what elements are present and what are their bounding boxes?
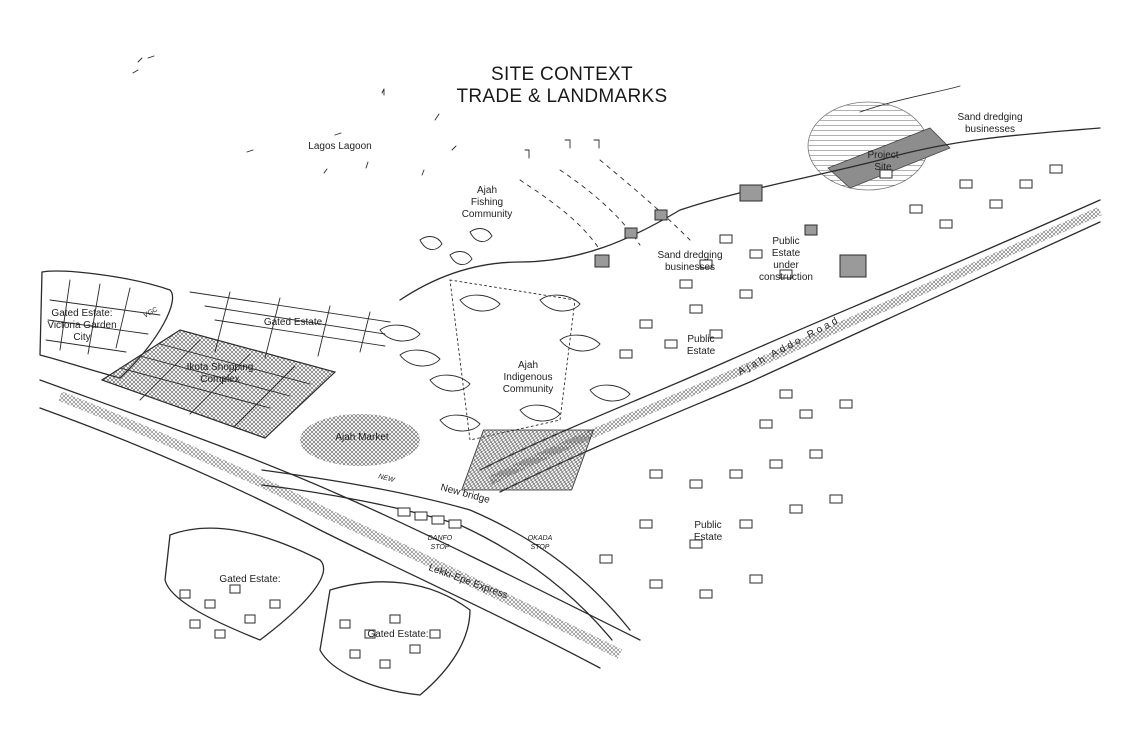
label-sand-mid-2: businesses <box>665 262 715 273</box>
lekki-epe-express <box>39 379 641 669</box>
label-sand-right-1: Sand dredging <box>957 112 1022 123</box>
title-line-1: SITE CONTEXT <box>491 64 633 85</box>
label-ikota-1: Ikota Shopping <box>187 362 254 373</box>
gated-estate-bottom <box>319 581 471 696</box>
label-construction-1: Public <box>772 236 799 247</box>
label-construction-3: under <box>773 260 799 271</box>
danfo-buses <box>397 507 462 529</box>
title-line-2: TRADE & LANDMARKS <box>457 86 668 107</box>
shore-sketch <box>859 85 961 113</box>
lagoon-boats <box>132 55 600 176</box>
label-sand-mid-1: Sand dredging <box>657 250 722 261</box>
label-gated-estate-left: Gated Estate: <box>219 574 280 585</box>
label-danfo-2: STOP <box>431 544 450 551</box>
label-public-estate-low-2: Estate <box>694 532 723 543</box>
ikota-grid <box>119 339 311 427</box>
label-okada-2: STOP <box>531 544 550 551</box>
label-public-estate-mid-1: Public <box>687 334 714 345</box>
label-ajah-market: Ajah Market <box>335 432 389 443</box>
label-ajah-addo-road: Ajah Addo Road <box>736 314 842 377</box>
label-indigenous-3: Community <box>503 384 554 395</box>
label-gated-estate-top: Gated Estate <box>264 317 323 328</box>
label-construction-4: construction <box>759 272 813 283</box>
label-ikota-2: Complex <box>200 374 239 385</box>
label-fishing-3: Community <box>462 209 513 220</box>
label-vgc-2: Victoria Garden <box>47 320 116 331</box>
vgc-estate <box>39 270 174 379</box>
new-bridge <box>261 469 631 641</box>
label-gated-estate-bottom: Gated Estate: <box>367 629 428 640</box>
label-vgc-tag: VGC <box>143 306 160 320</box>
gated-estate-top-grid <box>189 291 391 359</box>
label-public-estate-mid-2: Estate <box>687 346 716 357</box>
dredging-lines <box>519 159 691 251</box>
label-public-estate-low-1: Public <box>694 520 721 531</box>
label-vgc-3: City <box>73 332 90 343</box>
label-new-tag: NEW <box>377 473 396 484</box>
label-okada-1: OKADA <box>528 535 553 542</box>
label-indigenous-2: Indigenous <box>504 372 553 383</box>
label-sand-right-2: businesses <box>965 124 1015 135</box>
market-building-block <box>461 429 595 491</box>
label-construction-2: Estate <box>772 248 801 259</box>
gated-estate-left <box>164 527 325 641</box>
indigenous-community <box>379 228 631 441</box>
label-fishing-1: Ajah <box>477 185 497 196</box>
label-danfo-1: DANFO <box>428 535 453 542</box>
label-vgc-1: Gated Estate: <box>51 308 112 319</box>
ikota-shopping-complex <box>100 329 337 439</box>
label-indigenous-1: Ajah <box>518 360 538 371</box>
shoreline <box>399 127 1101 301</box>
label-fishing-2: Fishing <box>471 197 503 208</box>
ajah-market-area <box>300 414 420 466</box>
label-project-site-2: Site <box>874 162 892 173</box>
public-estate-houses <box>594 164 1063 599</box>
label-project-site-1: Project <box>867 150 898 161</box>
label-lagos-lagoon: Lagos Lagoon <box>308 141 371 152</box>
